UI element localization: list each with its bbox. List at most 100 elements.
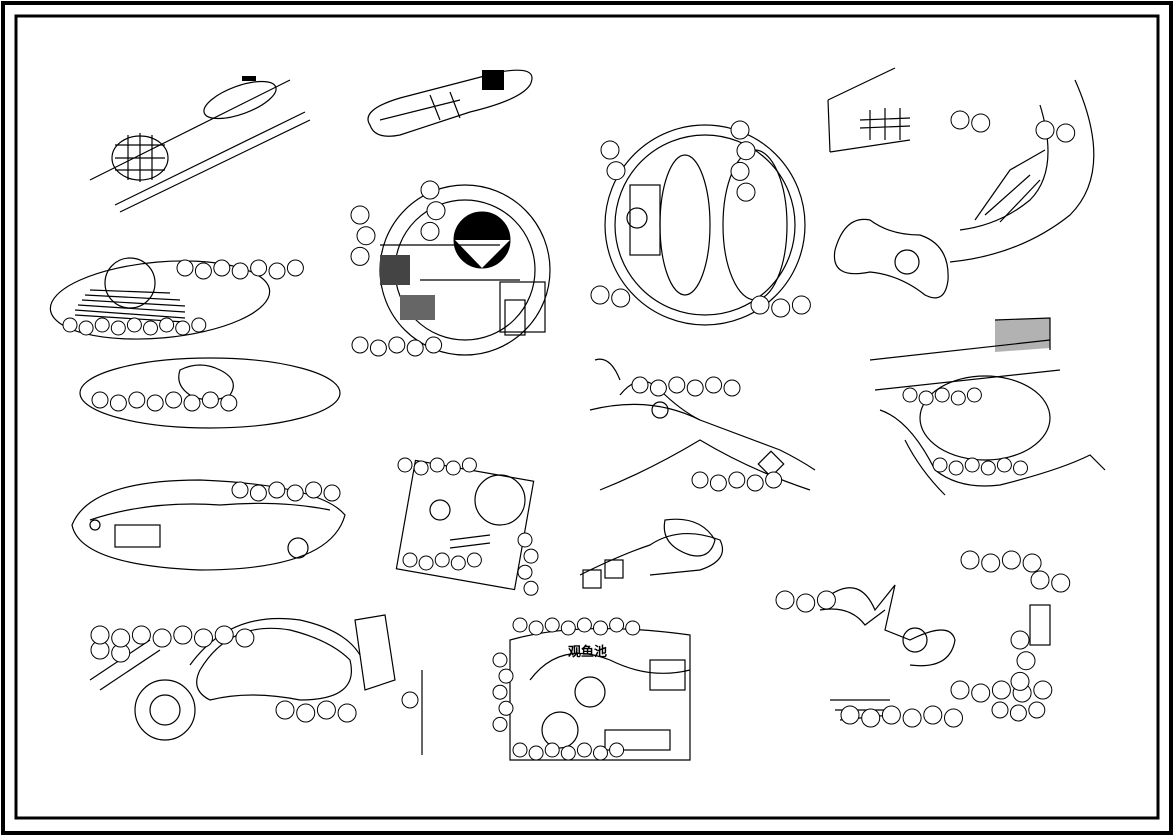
tree-symbol [220, 394, 238, 412]
tree-symbol [450, 555, 466, 571]
tree-symbol [434, 552, 450, 568]
tree-symbol [445, 460, 461, 476]
tree-symbol [861, 708, 881, 728]
tree-symbol [1016, 651, 1036, 671]
tree-symbol [980, 460, 996, 476]
tree-symbol [286, 259, 304, 277]
tree-symbol [191, 317, 207, 333]
tree-symbol [736, 141, 756, 161]
plan-small-pond-path [579, 518, 724, 589]
tree-symbol [932, 457, 948, 473]
tree-symbol [401, 691, 419, 709]
tree-symbol [350, 205, 370, 225]
plan-diagonal-garden [89, 76, 311, 213]
tree-symbol [631, 376, 649, 394]
tree-symbol [425, 336, 443, 354]
plan-circular-plaza [379, 184, 551, 356]
tree-symbol [420, 221, 440, 241]
plan-narrow-oval [367, 69, 533, 137]
tree-symbol [512, 742, 528, 758]
tree-symbol [316, 700, 336, 720]
tree-symbol [90, 625, 110, 645]
tree-symbol [611, 288, 631, 308]
tree-symbol [590, 285, 610, 305]
tree-symbol [296, 703, 316, 723]
tree-symbol [517, 532, 533, 548]
plan-blob-island [833, 218, 949, 299]
tree-symbol [402, 552, 418, 568]
tree-symbol [840, 705, 860, 725]
tree-symbol [560, 745, 576, 761]
tree-symbol [143, 320, 158, 336]
tree-symbol [194, 628, 213, 648]
tree-symbol [406, 339, 424, 357]
tree-symbol [691, 471, 709, 489]
tree-symbol [517, 564, 533, 580]
tree-symbol [971, 683, 991, 703]
tree-symbol [466, 552, 482, 568]
tree-symbol [523, 580, 539, 596]
tree-symbol [1010, 630, 1030, 650]
tree-symbol [249, 484, 267, 502]
tree-symbol [606, 161, 626, 181]
tree-symbol [902, 387, 918, 403]
plan-lens-pond [71, 479, 346, 571]
tree-symbol [523, 548, 539, 564]
tree-symbol [771, 298, 791, 318]
tree-symbol [78, 320, 94, 336]
tree-symbol [593, 620, 608, 636]
plan-round-garden [604, 124, 806, 326]
tree-symbol [429, 457, 445, 473]
tree-symbol [492, 716, 508, 732]
tree-symbol [791, 295, 811, 315]
tree-symbol [944, 708, 963, 728]
tree-symbol [1013, 460, 1028, 476]
tree-symbol [420, 180, 440, 200]
tree-symbol [600, 140, 620, 160]
tree-symbol [323, 484, 341, 502]
tree-symbol [131, 625, 151, 645]
tree-symbol [544, 742, 560, 758]
tree-symbol [960, 550, 980, 570]
tree-symbol [275, 700, 295, 720]
tree-symbol [176, 259, 194, 277]
tree-symbol [194, 262, 212, 280]
tree-symbol [668, 376, 686, 394]
tree-symbol [159, 317, 175, 333]
tree-symbol [1056, 123, 1076, 143]
tree-symbol [730, 120, 750, 140]
tree-symbol [110, 320, 126, 336]
plan-meandering-path [589, 358, 816, 491]
tree-symbol [528, 620, 544, 636]
tree-symbol [609, 742, 625, 758]
tree-symbol [750, 295, 770, 315]
plan-fish-pond-garden: 观鱼池 [509, 627, 691, 761]
tree-symbols [62, 110, 1076, 761]
tree-symbol [111, 628, 131, 648]
tree-symbol [165, 391, 183, 409]
plan-corner-planting [827, 67, 911, 153]
tree-symbol [231, 481, 249, 499]
tree-symbol [213, 259, 231, 277]
tree-symbol [146, 394, 164, 412]
tree-symbol [397, 457, 413, 473]
tree-symbol [625, 620, 641, 636]
tree-symbol [201, 391, 219, 409]
tree-symbol [709, 474, 727, 492]
tree-symbol [413, 460, 429, 476]
tree-symbol [705, 376, 723, 394]
tree-symbol [544, 617, 560, 633]
tree-symbol [1051, 573, 1071, 593]
fish-pond-label: 观鱼池 [568, 644, 607, 660]
plan-street-corner [869, 317, 1106, 496]
tree-symbol [816, 590, 836, 610]
tree-symbol [593, 745, 608, 761]
plan-hatched-oval [49, 257, 271, 340]
tree-symbol [950, 390, 966, 406]
tree-symbol [356, 226, 376, 246]
tree-symbol [950, 680, 970, 700]
tree-symbol [918, 390, 934, 406]
